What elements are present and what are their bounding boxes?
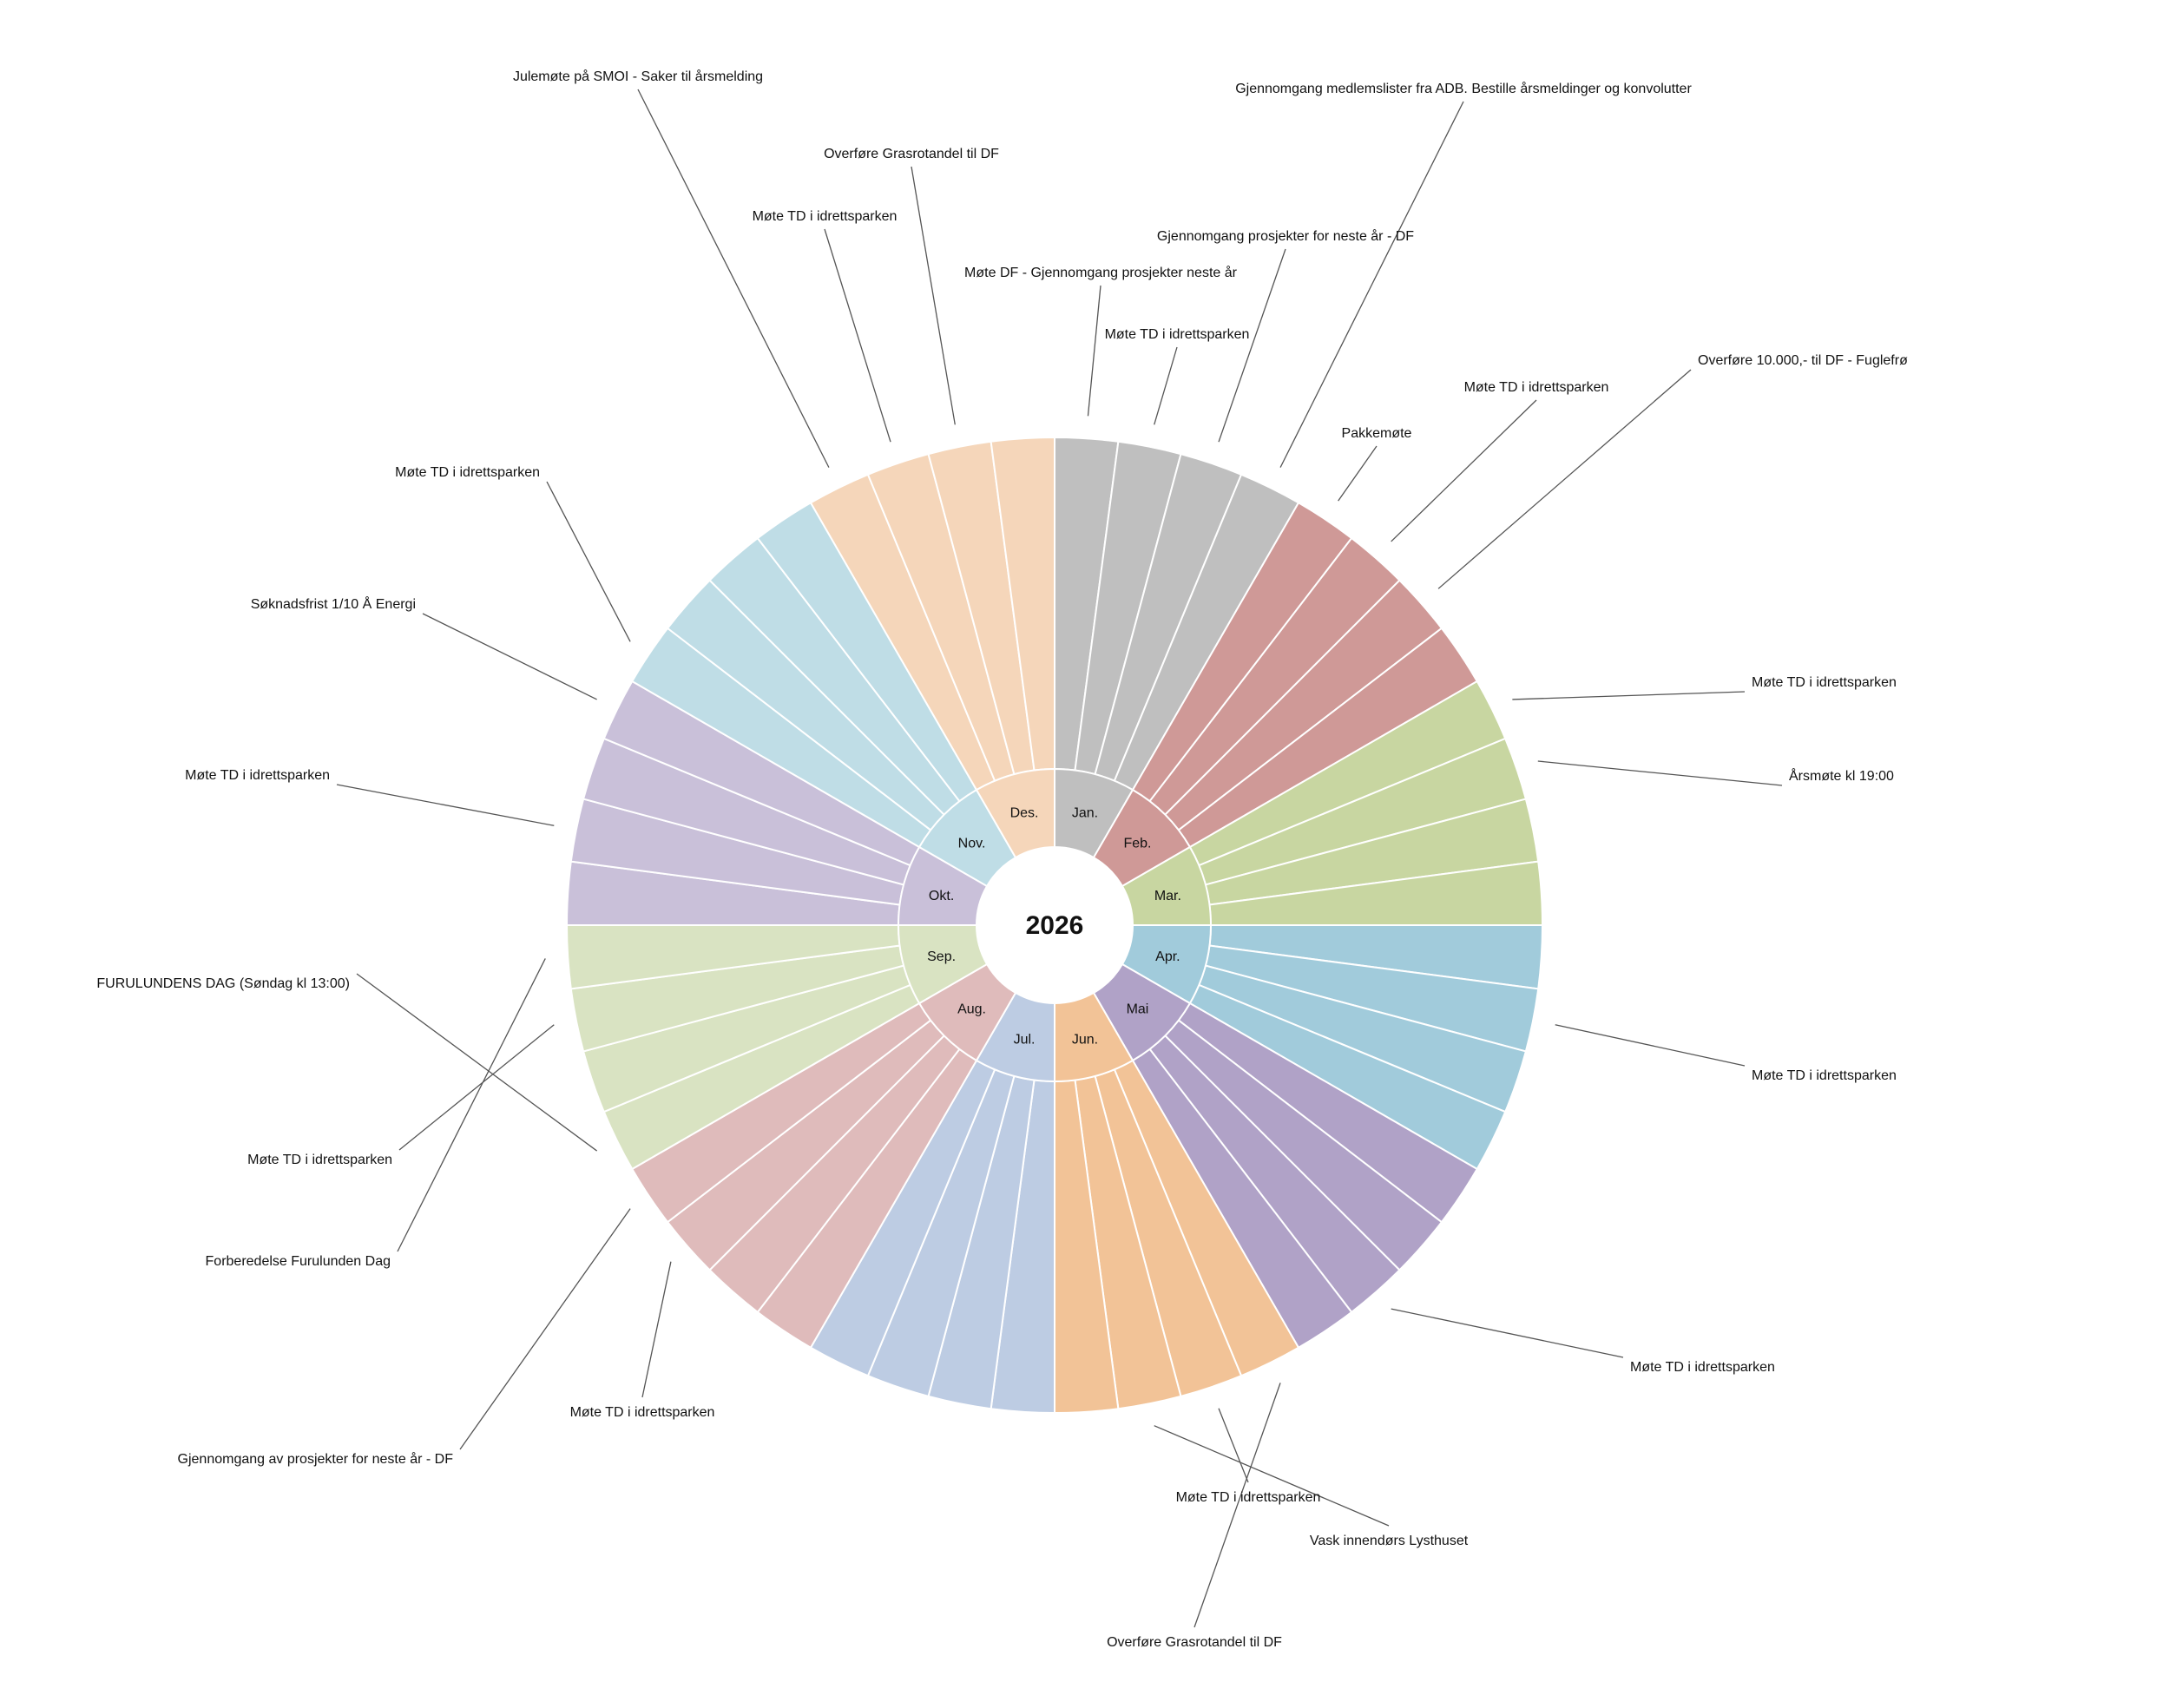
month-label-11: Nov. [958, 837, 986, 851]
annotation-leader [356, 973, 598, 1152]
annotation-label: Gjennomgang prosjekter for neste år - DF [1157, 228, 1414, 244]
month-label-4: Apr. [1155, 949, 1180, 964]
annotation-leader [459, 1208, 631, 1450]
month-label-1: Jan. [1072, 806, 1098, 821]
annotation-leader [1338, 445, 1378, 502]
annotation-label: Møte DF - Gjennomgang prosjekter neste å… [964, 265, 1238, 280]
annotation-label: Møte TD i idrettsparken [1752, 1068, 1897, 1083]
annotation-label: Møte TD i idrettsparken [247, 1153, 392, 1167]
annotation-leader [1391, 399, 1537, 542]
annotation-label: Møte TD i idrettsparken [570, 1405, 715, 1420]
annotation-label: Vask innendørs Lysthuset [1310, 1534, 1469, 1548]
month-label-9: Sep. [927, 949, 956, 964]
annotation-leader [1087, 285, 1101, 417]
annotation-leader [1279, 101, 1464, 468]
annotation-leader [546, 481, 631, 642]
annotation-leader [1512, 691, 1746, 700]
annotation-leader [1154, 1425, 1390, 1527]
center-hub [976, 847, 1133, 1003]
annotation-leaders [336, 89, 1783, 1628]
week-ring [565, 436, 1544, 1415]
annotation-label: Møte TD i idrettsparken [185, 768, 330, 783]
annotation-label: Pakkemøte [1342, 426, 1412, 441]
annotation-leader [641, 1261, 672, 1398]
annotation-label: Julemøte på SMOI - Saker til årsmelding [513, 69, 763, 84]
annotation-label: Søknadsfrist 1/10 Å Energi [251, 595, 416, 612]
annotation-leader [336, 784, 555, 826]
annotation-label: Møte TD i idrettsparken [753, 209, 898, 224]
month-label-7: Jul. [1014, 1032, 1036, 1047]
annotation-leader [1218, 1408, 1249, 1483]
annotation-leader [1537, 760, 1783, 786]
annotation-label: Årsmøte kl 19:00 [1789, 767, 1894, 784]
annotation-label: Overføre Grasrotandel til DF [1107, 1635, 1282, 1650]
month-label-6: Jun. [1072, 1032, 1098, 1047]
annotation-label: Møte TD i idrettsparken [1630, 1360, 1775, 1375]
year-label: 2026 [1026, 911, 1084, 940]
annotation-leader [397, 958, 546, 1252]
annotation-leader [1154, 346, 1178, 425]
month-label-2: Feb. [1123, 837, 1151, 851]
month-label-5: Mai [1127, 1002, 1149, 1016]
annotation-label: Møte TD i idrettsparken [1176, 1490, 1321, 1505]
annotation-leader [1437, 369, 1692, 589]
annotation-leader [911, 166, 956, 425]
annotation-labels: Julemøte på SMOI - Saker til årsmeldingO… [96, 69, 1908, 1650]
annotation-label: Møte TD i idrettsparken [395, 465, 540, 480]
annotation-label: Møte TD i idrettsparken [1464, 380, 1609, 395]
annotation-leader [1194, 1383, 1281, 1628]
annotation-label: Gjennomgang medlemslister fra ADB. Besti… [1235, 81, 1692, 96]
month-label-10: Okt. [929, 889, 954, 903]
annotation-label: Forberedelse Furulunden Dag [206, 1254, 391, 1269]
annotation-leader [1391, 1308, 1624, 1358]
annotation-leader [422, 613, 597, 700]
month-label-8: Aug. [957, 1002, 986, 1016]
annotation-label: Møte TD i idrettsparken [1105, 327, 1250, 342]
annotation-label: Møte TD i idrettsparken [1752, 675, 1897, 690]
annotation-label: Overføre 10.000,- til DF - Fuglefrø [1698, 353, 1908, 368]
month-label-12: Des. [1010, 806, 1039, 821]
annotation-leader [824, 228, 891, 443]
annotation-leader [1218, 248, 1286, 443]
annotation-label: Overføre Grasrotandel til DF [824, 147, 999, 161]
annotation-label: Gjennomgang av prosjekter for neste år -… [178, 1451, 454, 1467]
annotation-leader [1555, 1024, 1746, 1067]
month-label-3: Mar. [1154, 889, 1181, 903]
annotation-leader [398, 1024, 555, 1151]
annotation-leader [637, 89, 830, 468]
annotation-label: FURULUNDENS DAG (Søndag kl 13:00) [96, 976, 350, 991]
